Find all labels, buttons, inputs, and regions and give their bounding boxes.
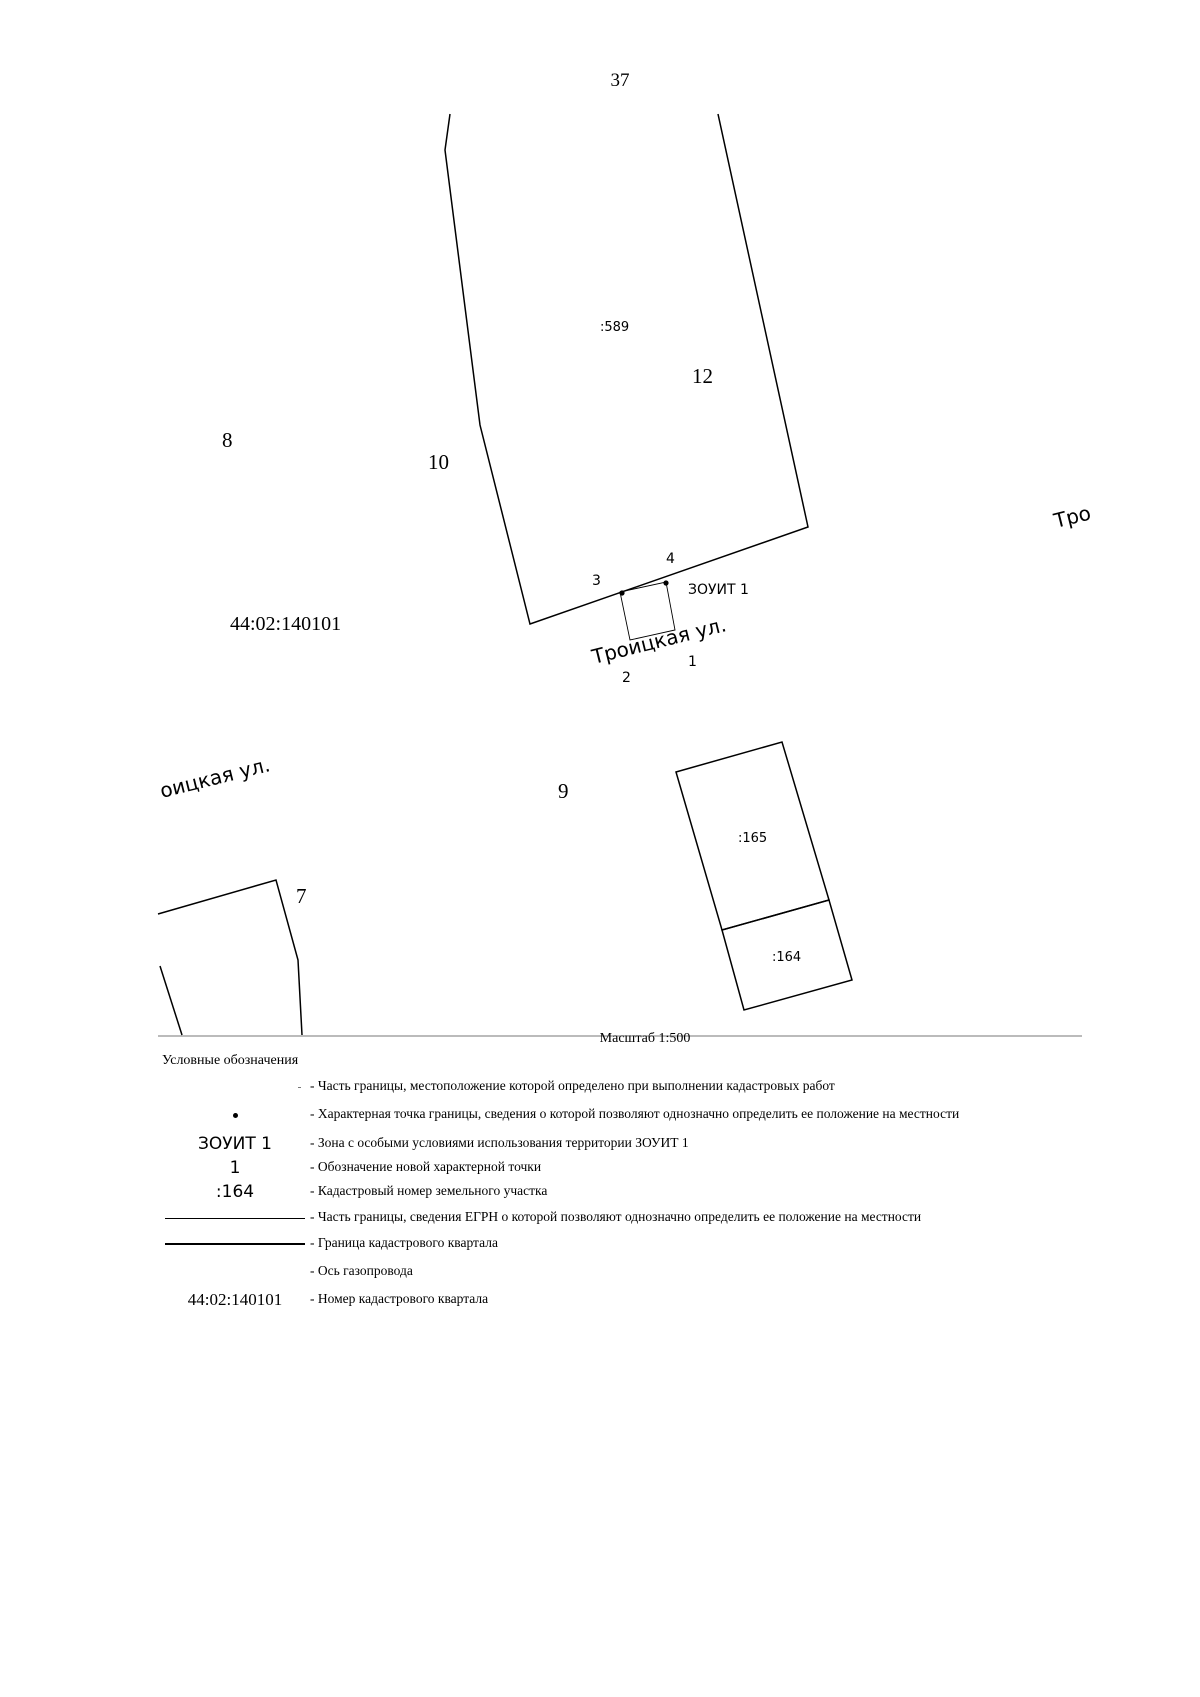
point-label-1: 1 xyxy=(688,654,697,670)
legend-row-egrn-boundary: - Часть границы, сведения ЕГРН о которой… xyxy=(150,1206,1080,1230)
legend-row-quarter-boundary: - Граница кадастрового квартала xyxy=(150,1232,1080,1256)
parcel-number-a: 8 xyxy=(222,428,233,452)
zone-rectangle xyxy=(619,581,676,641)
cadastral-map: 44:02:140101 8 10 12 9 7 :589 :165 :164 … xyxy=(157,113,1093,1037)
legend-row-quarter-number: 44:02:140101 - Номер кадастрового кварта… xyxy=(150,1288,1080,1312)
legend-description: - Часть границы, сведения ЕГРН о которой… xyxy=(310,1209,922,1224)
legend-description: - Характерная точка границы, сведения о … xyxy=(310,1106,960,1121)
parcel-number-e: 7 xyxy=(296,884,307,908)
parcel-number-c: 12 xyxy=(692,364,713,388)
parcel-boundary-left xyxy=(157,879,303,1036)
boundary-point-3 xyxy=(619,590,625,596)
street-label-right: Тро xyxy=(1050,501,1093,534)
legend-description: - Обозначение новой характерной точки xyxy=(310,1159,542,1174)
legend-row-new-point: 1 - Обозначение новой характерной точки xyxy=(150,1156,1080,1180)
legend-description: - Кадастровый номер земельного участка xyxy=(310,1183,548,1198)
legend-symbol-quarter-line xyxy=(160,1232,310,1256)
legend-symbol-point xyxy=(160,1103,310,1127)
parcel-number-d: 9 xyxy=(558,779,569,803)
legend-description: - Граница кадастрового квартала xyxy=(310,1235,498,1250)
parcel-boundary-left-edge xyxy=(159,965,183,1036)
point-label-3: 3 xyxy=(592,573,601,589)
legend-symbol-measured-boundary xyxy=(160,1075,310,1099)
legend-symbol-egrn-line xyxy=(160,1206,310,1230)
parcel-number-b: 10 xyxy=(428,450,449,474)
legend-symbol-gas-pipeline xyxy=(160,1260,310,1284)
legend-row-zone: ЗОУИТ 1 - Зона с особыми условиями испол… xyxy=(150,1132,1080,1156)
legend-symbol-zone: ЗОУИТ 1 xyxy=(198,1134,272,1154)
legend-description: - Номер кадастрового квартала xyxy=(310,1291,489,1306)
legend-description: - Ось газопровода xyxy=(310,1263,413,1278)
point-label-2: 2 xyxy=(622,670,631,686)
page-number: 37 xyxy=(610,70,630,91)
legend-row-gas-pipeline: - Ось газопровода xyxy=(150,1260,1080,1284)
parcel-boundary-164 xyxy=(721,899,853,1011)
legend-description: - Зона с особыми условиями использования… xyxy=(310,1135,689,1150)
cadastral-number-164: :164 xyxy=(772,950,801,965)
zone-label: ЗОУИТ 1 xyxy=(688,582,749,598)
quarter-number-label: 44:02:140101 xyxy=(230,613,341,635)
cadastral-number-upper: :589 xyxy=(600,320,629,335)
legend-symbol-new-point: 1 xyxy=(229,1158,241,1178)
cadastral-number-165: :165 xyxy=(738,831,767,846)
scale-label: Масштаб 1:500 xyxy=(599,1031,691,1046)
legend-title: Условные обозначения xyxy=(162,1053,299,1068)
legend-row-measured-boundary: - Часть границы, местоположение которой … xyxy=(150,1075,1080,1099)
street-label-top: Троицкая ул. xyxy=(588,612,728,669)
legend-row-boundary-point: - Характерная точка границы, сведения о … xyxy=(150,1103,1080,1127)
parcel-boundary-upper xyxy=(444,113,809,625)
boundary-point-4 xyxy=(663,580,669,586)
legend-symbol-quarter-number: 44:02:140101 xyxy=(187,1290,283,1309)
legend-row-cadastral-number: :164 - Кадастровый номер земельного учас… xyxy=(150,1180,1080,1204)
street-label-left: оицкая ул. xyxy=(157,752,272,803)
legend-description: - Часть границы, местоположение которой … xyxy=(310,1078,835,1093)
point-label-4: 4 xyxy=(666,551,675,567)
legend-symbol-cadastral-number: :164 xyxy=(215,1182,255,1202)
